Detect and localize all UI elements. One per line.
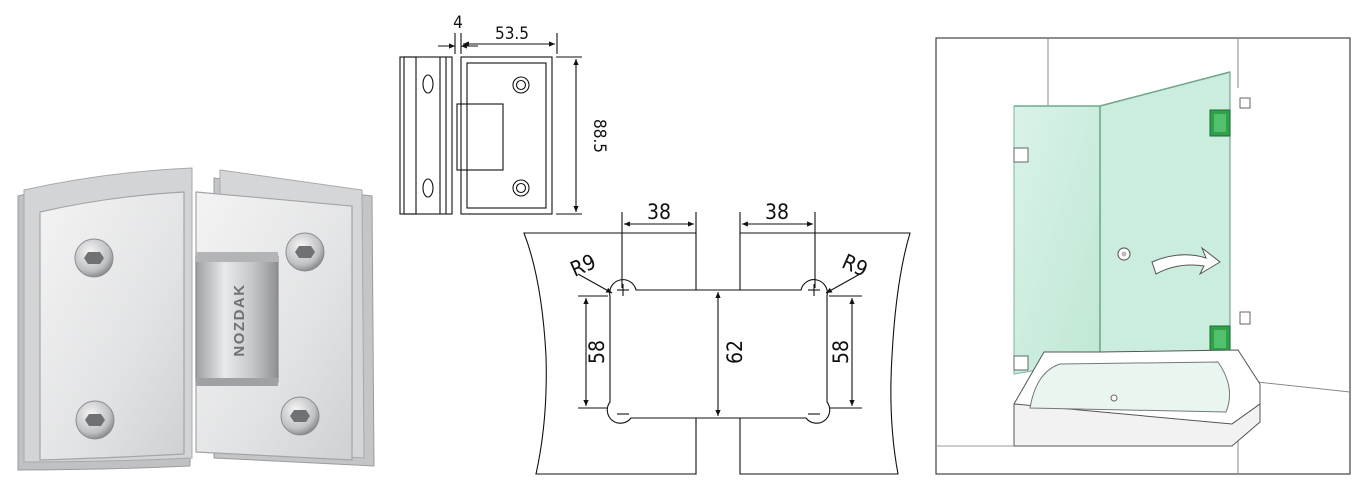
- dim-left-height: 58: [585, 340, 609, 364]
- radius-left: R9: [567, 250, 600, 282]
- hinge-technical-drawing: [399, 33, 582, 215]
- screw-icon: [75, 400, 115, 440]
- dim-width: 53.5: [495, 24, 529, 44]
- door-swing-arrow-icon: [1151, 246, 1221, 276]
- left-glass-outline: [523, 232, 697, 475]
- fixed-glass-panel: [1013, 105, 1101, 375]
- screw-icon: [74, 238, 114, 278]
- hinge-icon: [1209, 109, 1231, 137]
- door-knob-icon: [1117, 247, 1131, 261]
- screw-icon: [285, 232, 325, 272]
- dim-height: 88.5: [589, 119, 609, 153]
- shower-enclosure-illustration: [935, 37, 1351, 475]
- hinge-barrel: [195, 255, 279, 383]
- dim-left-offset: 38: [647, 200, 671, 224]
- glass-cutout-drawing: [523, 212, 911, 475]
- brand-engraving: NOZDAK: [231, 283, 248, 356]
- hinge-icon: [1209, 325, 1231, 353]
- dim-right-height: 58: [829, 340, 853, 364]
- dim-center-height: 62: [723, 340, 747, 364]
- right-glass-outline: [739, 232, 911, 475]
- dim-right-offset: 38: [765, 200, 789, 224]
- dim-leaf-thickness: 4: [453, 13, 463, 33]
- hinge-photo: NOZDAK: [17, 167, 375, 471]
- screw-icon: [280, 396, 320, 436]
- radius-right: R9: [838, 250, 871, 282]
